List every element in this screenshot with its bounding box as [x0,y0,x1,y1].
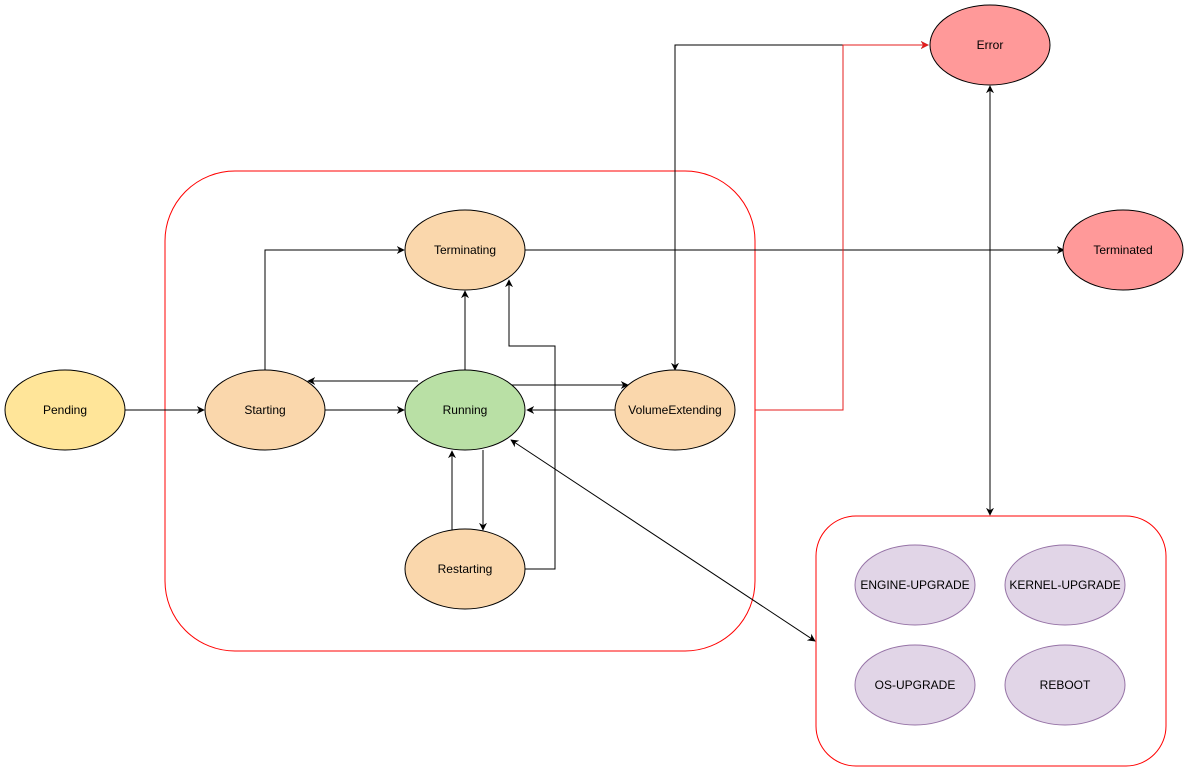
state-label-pending: Pending [43,403,87,417]
state-pending: Pending [4,369,126,451]
state-label-terminated: Terminated [1093,243,1152,257]
state-volume-extending: VolumeExtending [614,369,736,451]
state-running: Running [404,369,526,451]
state-label-error: Error [977,38,1004,52]
state-restarting: Restarting [404,528,526,610]
edge-running-maintenance [510,439,816,642]
state-label-kernel-upgrade: KERNEL-UPGRADE [1009,578,1120,592]
edges [125,41,1065,642]
state-kernel-upgrade: KERNEL-UPGRADE [1004,544,1126,626]
state-label-running: Running [443,403,488,417]
state-starting: Starting [204,369,326,451]
edge-group-error [755,41,929,411]
state-label-os-upgrade: OS-UPGRADE [875,678,956,692]
edge-volumeextending-error [671,41,929,371]
edge-starting-terminating [264,246,405,370]
state-label-engine-upgrade: ENGINE-UPGRADE [860,578,969,592]
state-label-volume-extending: VolumeExtending [628,403,721,417]
state-terminating: Terminating [404,209,526,291]
state-os-upgrade: OS-UPGRADE [854,644,976,726]
state-label-starting: Starting [244,403,285,417]
state-label-restarting: Restarting [438,562,493,576]
state-reboot: REBOOT [1004,644,1126,726]
state-terminated: Terminated [1062,209,1184,291]
active-states-group [164,170,756,652]
state-label-terminating: Terminating [434,243,496,257]
state-engine-upgrade: ENGINE-UPGRADE [854,544,976,626]
state-error: Error [929,4,1051,86]
maintenance-group [815,515,1167,767]
state-label-reboot: REBOOT [1040,678,1091,692]
